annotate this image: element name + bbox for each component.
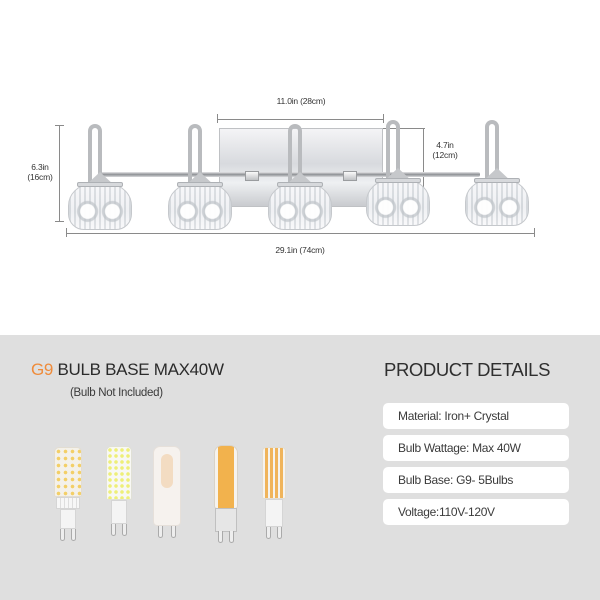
bulb-icon-filament: [262, 447, 286, 557]
height-dim-line: [59, 125, 60, 221]
bulb-pin: [171, 526, 176, 538]
backplate-width-left-tick: [217, 114, 218, 123]
detail-voltage: Voltage:110V-120V: [383, 499, 569, 525]
bulb-pin: [277, 527, 282, 539]
bulb-pin: [60, 529, 65, 541]
lamp-arm: [88, 124, 102, 184]
shade-rim: [77, 182, 123, 187]
detail-material: Material: Iron+ Crystal: [383, 403, 569, 429]
shade-rim: [375, 178, 421, 183]
total-width-left-tick: [66, 228, 67, 237]
bulb-body: [262, 447, 286, 499]
crystal-shade: [168, 184, 232, 230]
crystal-shade: [366, 180, 430, 226]
bulb-pin: [266, 527, 271, 539]
bulb-pin: [158, 526, 163, 538]
fixture-lamp-2: [165, 124, 235, 234]
bulb-body: [106, 446, 132, 500]
fixture-bracket-left: [245, 171, 259, 181]
height-dim-metric: (16cm): [27, 172, 53, 182]
bulb-icon-ceramic-led: [54, 447, 82, 557]
bulb-body: [54, 447, 82, 497]
backplate-width-label: 11.0in (28cm): [276, 96, 326, 106]
total-width-line: [66, 233, 535, 234]
crystal-shade: [68, 184, 132, 230]
bulb-socket: [265, 499, 283, 527]
bulb-socket: [60, 509, 76, 529]
fixture-lamp-4: [363, 120, 433, 230]
shade-rim: [277, 182, 323, 187]
shade-rim: [474, 178, 520, 183]
fixture-lamp-5: [462, 120, 532, 230]
fixture-dimension-panel: 6.3in (16cm) 11.0in (28cm) 4.7in (12cm) …: [27, 96, 535, 255]
crystal-shade: [465, 180, 529, 226]
bulb-pin: [122, 524, 127, 536]
bulb-body: [214, 445, 238, 509]
height-dim-value: 6.3in: [31, 162, 49, 172]
backplate-height-metric: (12cm): [432, 150, 458, 160]
backplate-height-top-line: [383, 128, 425, 129]
bulb-base-heading: G9 BULB BASE MAX40W: [31, 360, 224, 380]
backplate-height-value: 4.7in: [436, 140, 454, 150]
bulb-base: [56, 497, 80, 509]
fixture-lamp-1: [65, 124, 135, 234]
bulb-socket: [215, 508, 237, 532]
backplate-width-line: [217, 119, 384, 120]
total-width-label: 29.1in (74cm): [275, 245, 325, 255]
lamp-arm: [485, 120, 499, 180]
total-width-right-tick: [534, 228, 535, 237]
lamp-arm: [386, 120, 400, 180]
backplate-width-right-tick: [383, 114, 384, 123]
bulb-pin: [218, 531, 223, 543]
lamp-arm: [188, 124, 202, 184]
lamp-arm: [288, 124, 302, 184]
backplate-height-line: [423, 128, 424, 208]
bulb-not-included-note: (Bulb Not Included): [70, 387, 163, 399]
crystal-shade: [268, 184, 332, 230]
bulb-icon-clear-led: [106, 446, 132, 556]
detail-bulb-wattage: Bulb Wattage: Max 40W: [383, 435, 569, 461]
detail-bulb-base: Bulb Base: G9- 5Bulbs: [383, 467, 569, 493]
bulb-frosted-core: [161, 454, 173, 488]
bulb-icon-cob: [214, 445, 238, 557]
bulb-type-highlight: G9: [31, 360, 54, 379]
fixture-lamp-3: [265, 124, 335, 234]
height-dim-bottom-tick: [55, 221, 64, 222]
fixture-bracket-right: [343, 171, 357, 181]
bulb-pin: [229, 531, 234, 543]
shade-rim: [177, 182, 223, 187]
bulb-base-heading-text: BULB BASE MAX40W: [53, 360, 225, 379]
bulb-pin: [111, 524, 116, 536]
product-details-heading: PRODUCT DETAILS: [384, 359, 551, 380]
bulb-pin: [71, 529, 76, 541]
bulb-icon-frosted-led: [153, 446, 181, 556]
bulb-socket: [111, 500, 127, 524]
